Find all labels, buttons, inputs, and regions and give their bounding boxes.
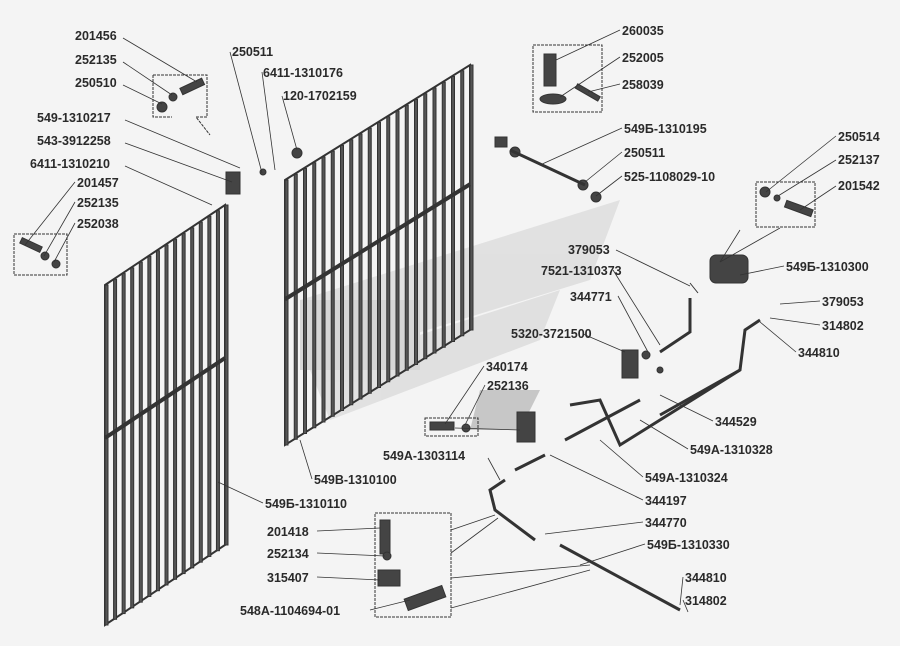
part-number-label: 314802 [822, 319, 864, 333]
part-number-label: 120-1702159 [283, 89, 357, 103]
grille-slat [330, 150, 335, 417]
part-number-label: 543-3912258 [37, 134, 111, 148]
grille-slat [367, 127, 372, 394]
part-number-label: 379053 [568, 243, 610, 257]
part-number-label: 201418 [267, 525, 309, 539]
part-number-label: 258039 [622, 78, 664, 92]
left-grille-panel [103, 203, 229, 627]
part-number-label: 5320-3721500 [511, 327, 592, 341]
right-grille-panel [283, 63, 474, 447]
part-number-label: 250511 [624, 146, 666, 160]
part-number-label: 315407 [267, 571, 309, 585]
part-number-label: 201456 [75, 29, 117, 43]
grille-slat [147, 255, 152, 597]
grille-slat [395, 110, 400, 377]
grille-slat [164, 244, 169, 586]
part-number-label: 549Б-1310195 [624, 122, 707, 136]
grille-slat [441, 81, 446, 348]
part-number-label: 314802 [685, 594, 727, 608]
grille-slat [293, 173, 298, 440]
grille-slat [358, 133, 363, 400]
grille-slat [130, 267, 135, 609]
grille-slat [198, 221, 203, 563]
part-number-label: 6411-1310176 [263, 66, 343, 80]
grille-slat [181, 233, 186, 575]
part-number-label: 250511 [232, 45, 274, 59]
grille-slat [469, 64, 474, 331]
parts-and-leaders [13, 29, 837, 618]
part-number-label: 252005 [622, 51, 664, 65]
part-number-label: 549Б-1310300 [786, 260, 869, 274]
part-number-label: 344771 [570, 290, 612, 304]
grille-slat [404, 104, 409, 371]
grille-slat [460, 70, 465, 337]
part-number-label: 525-1108029-10 [624, 170, 716, 184]
part-number-label: 344810 [798, 346, 840, 360]
part-number-label: 549А-1303114 [383, 449, 466, 463]
grille-slat [224, 204, 229, 546]
grille-slat [104, 284, 109, 626]
grille-slat [340, 145, 344, 411]
grille-slat [414, 99, 418, 365]
part-number-label: 252134 [267, 547, 309, 561]
grille-slat [377, 122, 381, 388]
part-number-label: 344529 [715, 415, 757, 429]
part-number-label: 252135 [75, 53, 117, 67]
part-number-label: 549А-1310324 [645, 471, 728, 485]
part-number-label: 549Б-1310330 [647, 538, 730, 552]
part-number-label: 252136 [487, 379, 529, 393]
part-number-label: 549Б-1310110 [265, 497, 347, 511]
part-number-label: 344770 [645, 516, 687, 530]
grille-slat [312, 162, 317, 429]
part-number-label: 250514 [838, 130, 880, 144]
part-number-label: 344810 [685, 571, 727, 585]
grille-slat [349, 139, 354, 406]
grille-slat [321, 156, 326, 423]
grille-slat [121, 273, 126, 615]
part-number-label: 252137 [838, 153, 880, 167]
part-number-label: 252038 [77, 217, 119, 231]
grille-slat [173, 238, 178, 580]
part-number-label: 250510 [75, 76, 117, 90]
grille-slat [386, 116, 391, 383]
part-number-label: 549А-1310328 [690, 443, 773, 457]
grille-slat [215, 210, 220, 552]
grille-slat [423, 93, 428, 360]
grille-slat [432, 87, 437, 354]
grille-slat [451, 76, 455, 342]
part-number-label: 548А-1104694-01 [240, 604, 341, 618]
grille-slat [138, 261, 143, 603]
part-number-label: 344197 [645, 494, 687, 508]
grille-slat [207, 215, 212, 557]
part-number-label: 252135 [77, 196, 119, 210]
part-number-label: 201457 [77, 176, 119, 190]
part-number-label: 7521-1310373 [541, 264, 622, 278]
part-number-label: 340174 [486, 360, 528, 374]
part-number-label: 549-1310217 [37, 111, 111, 125]
part-number-label: 6411-1310210 [30, 157, 110, 171]
grille-slat [284, 179, 289, 446]
part-number-label: 260035 [622, 24, 664, 38]
watermark-logo [300, 200, 620, 430]
part-number-label: 379053 [822, 295, 864, 309]
part-number-label: 549В-1310100 [314, 473, 397, 487]
part-number-label: 201542 [838, 179, 880, 193]
grille-slat [155, 250, 160, 592]
grille-slat [190, 227, 195, 569]
grille-slat [303, 168, 307, 434]
grille-slat [113, 278, 118, 620]
